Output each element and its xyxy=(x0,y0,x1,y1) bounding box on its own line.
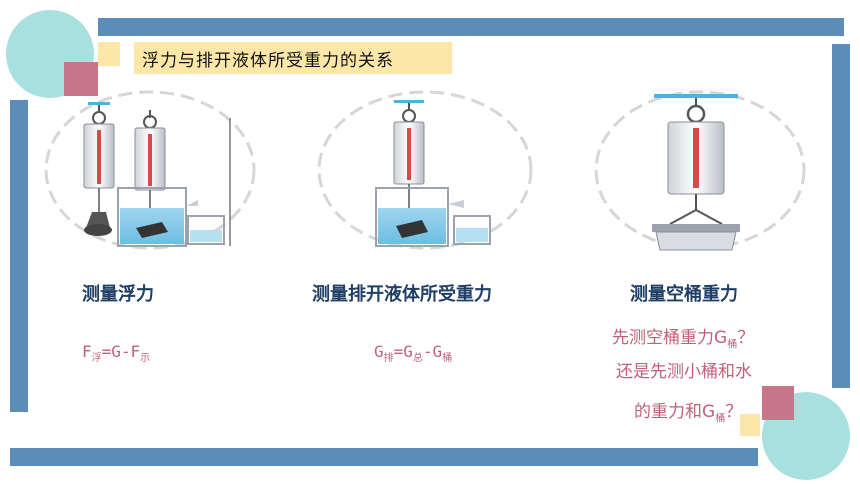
formula2-a: G xyxy=(374,342,384,361)
spring-scale xyxy=(654,94,738,210)
overflow-beaker xyxy=(375,187,464,247)
question-line1-text: 先测空桶重力G xyxy=(612,328,728,348)
top-left-yellow-square xyxy=(98,42,120,66)
panel2-ellipse xyxy=(317,90,533,250)
overflow-beaker xyxy=(117,187,198,247)
frame-top-bar xyxy=(98,18,844,36)
panel1-ellipse xyxy=(44,90,256,250)
panel3-illustration xyxy=(652,94,740,251)
spring-scale-right xyxy=(134,110,166,210)
panel3-ellipse xyxy=(594,90,806,250)
frame-right-bar xyxy=(832,44,850,388)
spring-scale-left xyxy=(83,102,115,236)
question-line3-mark: ？ xyxy=(725,402,743,422)
formula1-b-sub: 示 xyxy=(140,353,151,365)
panel2-caption: 测量排开液体所受重力 xyxy=(312,284,492,305)
small-cup xyxy=(187,215,225,245)
panel1-caption: 测量浮力 xyxy=(82,284,154,305)
buoyancy-formula: F浮=G-F示 xyxy=(82,342,150,364)
question-line1-sub: 桶 xyxy=(727,339,738,351)
formula2-mid: =G xyxy=(393,342,413,361)
panel2-illustration xyxy=(375,100,491,247)
frame-bottom-bar xyxy=(10,448,758,466)
bottom-right-rose-square xyxy=(762,386,794,420)
slide-title-text: 浮力与排开液体所受重力的关系 xyxy=(142,50,394,71)
formula2-a-sub: 排 xyxy=(383,353,394,365)
formula2-b-sub: 总 xyxy=(412,353,423,365)
formula2-dash: -G xyxy=(422,342,443,361)
panel1-illustration xyxy=(83,102,231,247)
question-line-3: 的重力和G桶？ xyxy=(634,396,742,435)
formula1-a: F xyxy=(82,342,92,361)
empty-bucket xyxy=(652,208,740,251)
slide-title: 浮力与排开液体所受重力的关系 xyxy=(134,42,452,74)
small-cup xyxy=(453,215,491,245)
frame-left-bar xyxy=(10,100,28,412)
formula1-mid: =G-F xyxy=(101,342,141,361)
bottom-right-yellow-square xyxy=(740,414,760,436)
panel3-caption: 测量空桶重力 xyxy=(630,284,738,305)
top-left-rose-square xyxy=(64,62,98,96)
displaced-weight-formula: G排=G总-G桶 xyxy=(374,342,452,364)
question-line3-text: 的重力和G xyxy=(634,402,716,422)
spring-scale xyxy=(393,100,425,210)
question-line1-mark: ？ xyxy=(737,328,755,348)
formula2-c-sub: 桶 xyxy=(442,353,453,365)
question-line-2: 还是先测小桶和水 xyxy=(616,362,752,382)
formula1-a-sub: 浮 xyxy=(91,353,102,365)
question-line-1: 先测空桶重力G桶？ xyxy=(612,322,754,361)
question-line3-sub: 桶 xyxy=(715,413,726,425)
